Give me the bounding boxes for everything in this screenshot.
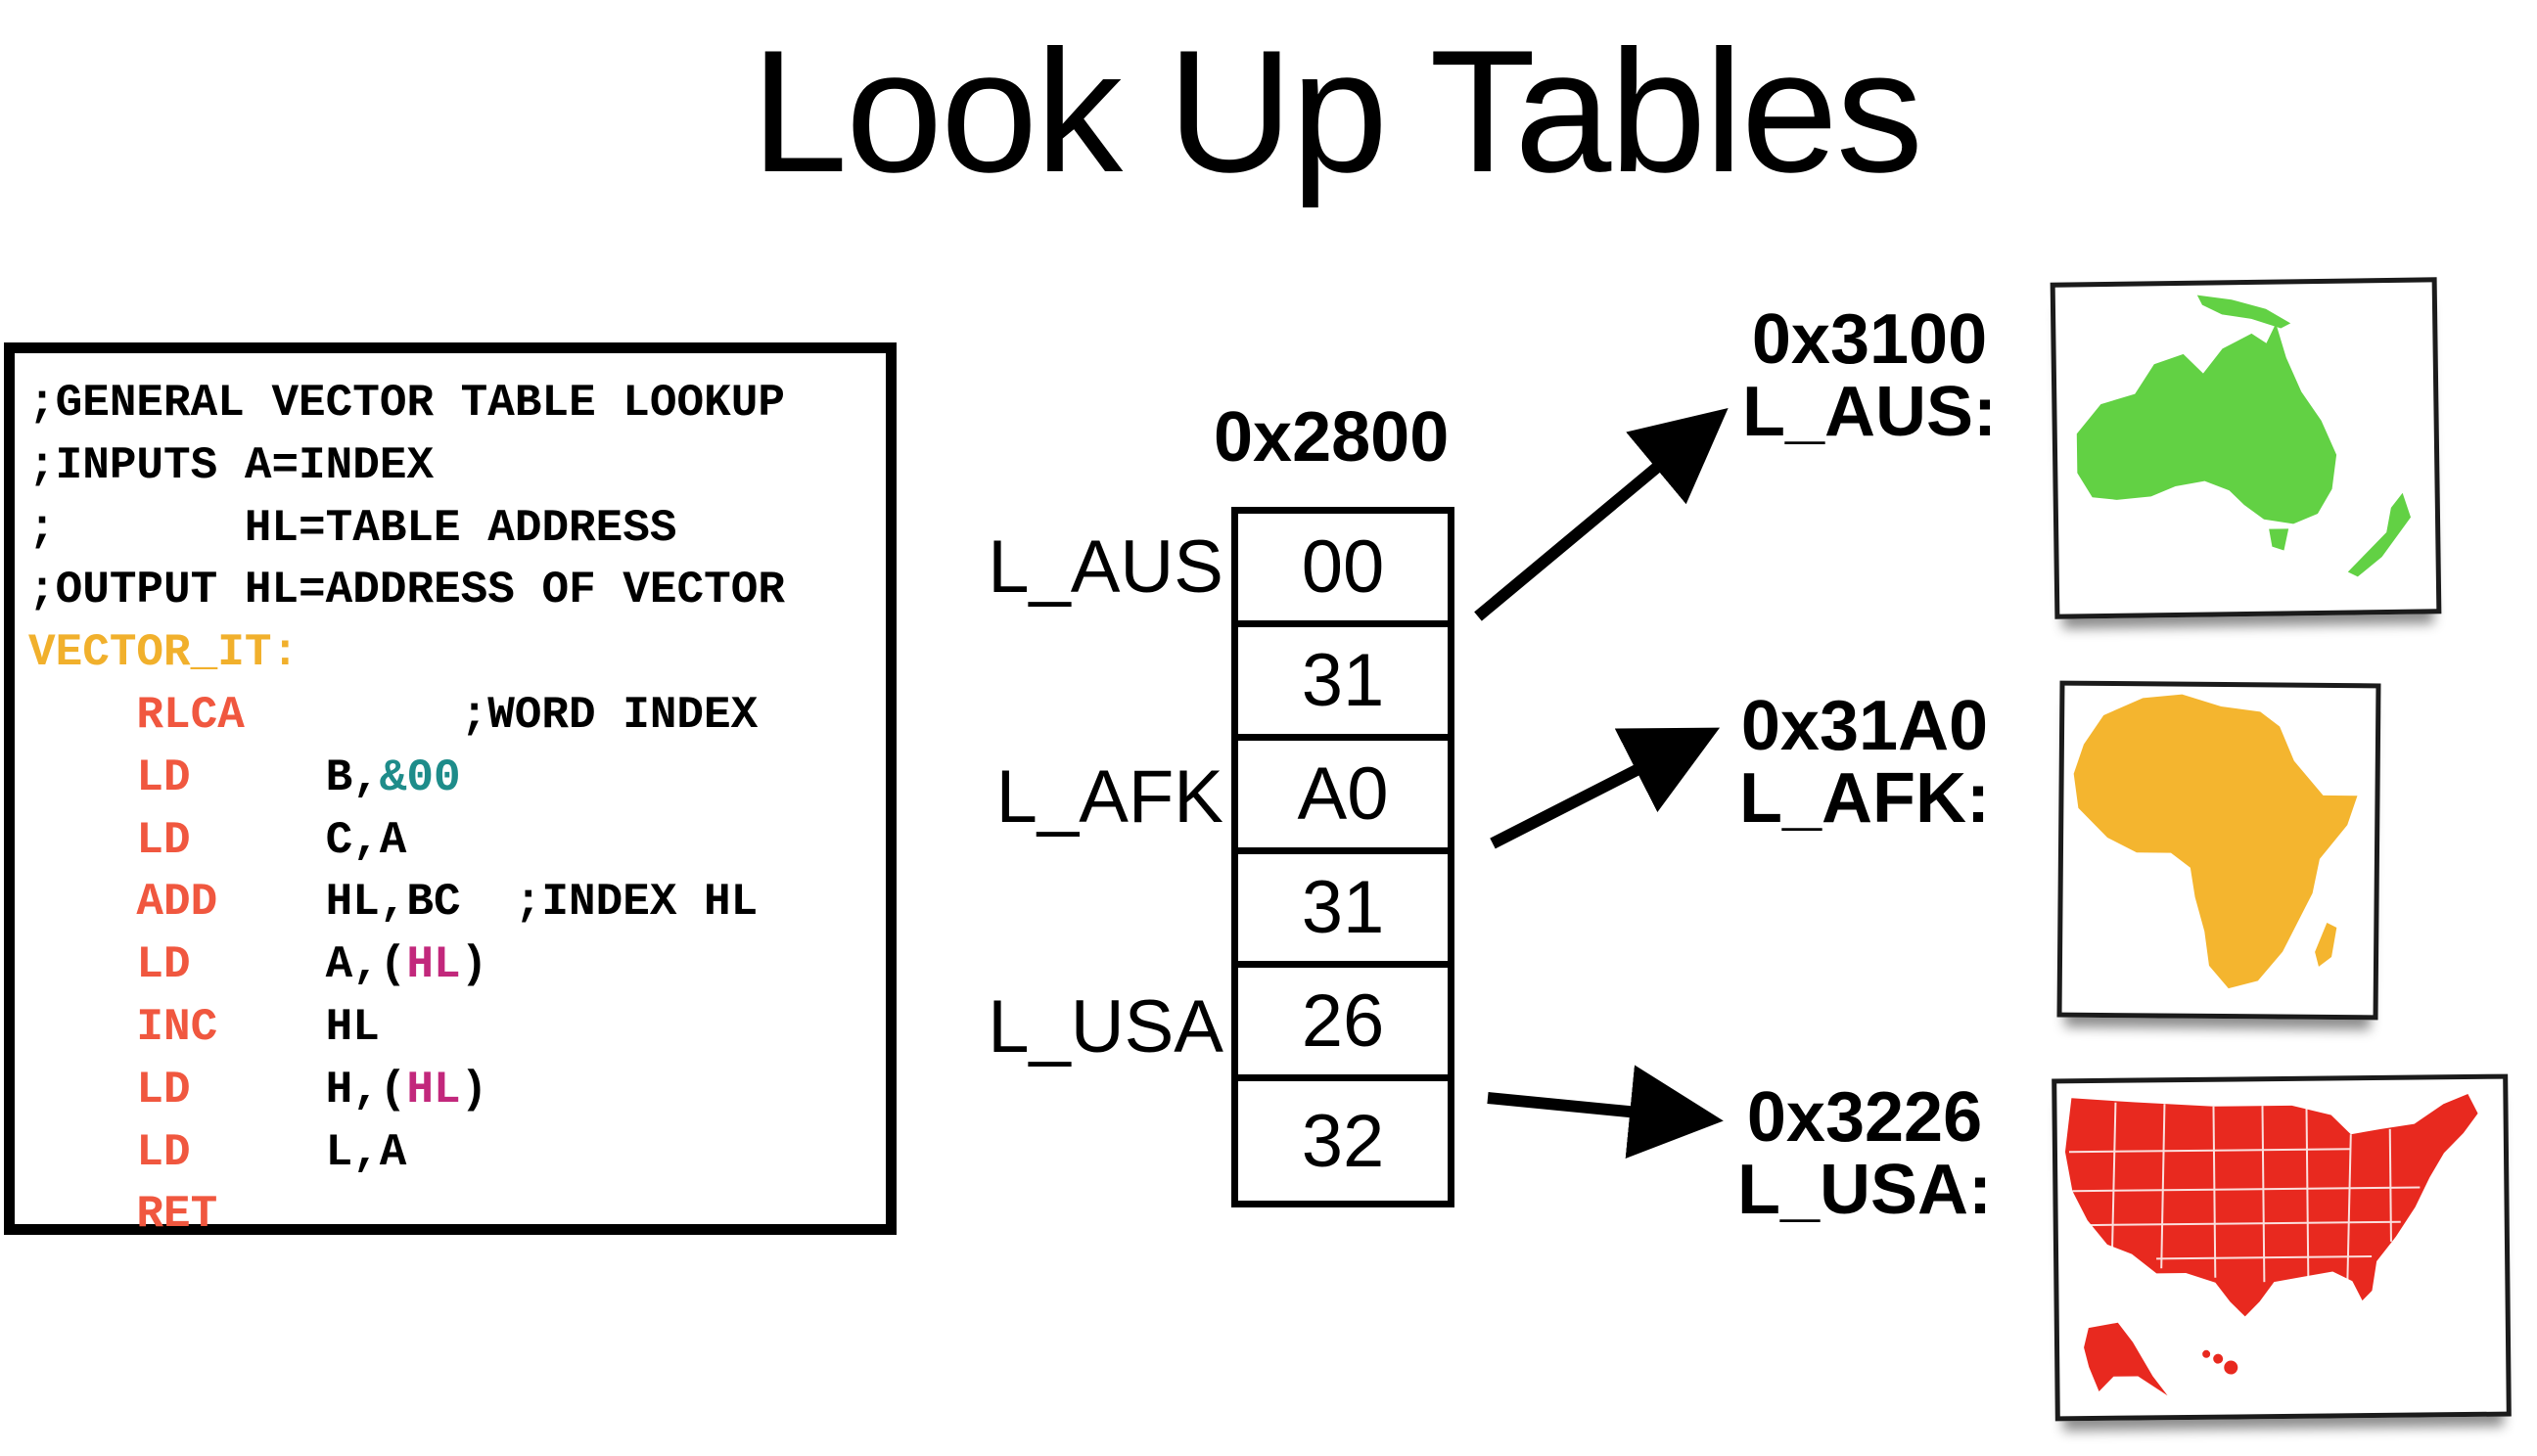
table-cell: 26	[1238, 968, 1448, 1081]
table-cell: A0	[1238, 741, 1448, 854]
code-token: &00	[379, 751, 461, 803]
target-aus: 0x3100 L_AUS:	[1723, 303, 2016, 448]
target-address: 0x31A0	[1740, 687, 1989, 765]
code-token: B,	[325, 751, 380, 803]
code-token: LD	[136, 814, 191, 866]
code-token: HL=TABLE ADDRESS	[244, 502, 677, 554]
target-label: L_AUS:	[1741, 373, 1997, 451]
code-token: )	[460, 939, 488, 991]
target-afk: 0x31A0 L_AFK:	[1718, 690, 2011, 835]
code-token: C,A	[325, 814, 407, 866]
code-token: A,(	[325, 939, 407, 991]
code-token: )	[460, 1064, 488, 1115]
australia-map	[2076, 295, 2412, 577]
code-token: L,A	[325, 1126, 407, 1178]
target-label: L_AFK:	[1739, 759, 1990, 838]
arrow-usa	[1487, 1065, 1724, 1159]
africa-map-card	[2056, 680, 2381, 1021]
australia-map-card	[2050, 277, 2442, 619]
code-token: HL	[325, 1002, 380, 1053]
arrow-aus	[1474, 407, 1729, 621]
target-address: 0x3226	[1746, 1078, 1983, 1157]
code-listing: ;GENERAL VECTOR TABLE LOOKUP ;INPUTS A=IN…	[4, 342, 897, 1240]
code-token: HL	[406, 1064, 461, 1115]
arrow-afk	[1490, 727, 1721, 849]
code-token: ;OUTPUT HL=ADDRESS OF VECTOR	[28, 565, 785, 616]
code-token: ;WORD INDEX	[460, 690, 759, 741]
code-token: ;GENERAL VECTOR TABLE LOOKUP	[28, 378, 785, 429]
code-token: ;INPUTS A=INDEX	[28, 439, 435, 491]
code-token: ;	[28, 502, 56, 554]
africa-map	[2073, 694, 2358, 989]
code-token: ADD	[136, 877, 218, 929]
table-cell: 00	[1238, 514, 1448, 627]
row-label-afk: L_AFK	[995, 755, 1223, 839]
code-token: INC	[136, 1002, 218, 1053]
row-label-aus: L_AUS	[988, 525, 1223, 609]
lookup-table: 00 31 A0 31 26 32	[1231, 507, 1454, 1207]
code-token: LD	[136, 1126, 191, 1178]
table-cell: 31	[1238, 854, 1448, 968]
table-address: 0x2800	[1214, 398, 1450, 477]
table-cell: 31	[1238, 627, 1448, 741]
usa-map-card	[2052, 1073, 2512, 1422]
code-token: H,(	[325, 1064, 407, 1115]
code-token: LD	[136, 751, 191, 803]
code-token: ;INDEX HL	[514, 877, 759, 929]
page-title: Look Up Tables	[751, 14, 1923, 208]
table-cell: 32	[1301, 1099, 1385, 1183]
row-label-usa: L_USA	[988, 985, 1223, 1069]
code-token: RET	[136, 1189, 218, 1241]
code-token: HL	[406, 939, 461, 991]
code-token: LD	[136, 1064, 191, 1115]
usa-map	[2064, 1093, 2478, 1396]
target-label: L_USA:	[1736, 1151, 1992, 1229]
code-token: LD	[136, 939, 191, 991]
target-usa: 0x3226 L_USA:	[1718, 1081, 2011, 1226]
target-address: 0x3100	[1751, 300, 1988, 379]
code-token: RLCA	[136, 690, 245, 741]
code-token: HL,BC	[325, 877, 461, 929]
code-token: VECTOR_IT:	[28, 627, 300, 679]
